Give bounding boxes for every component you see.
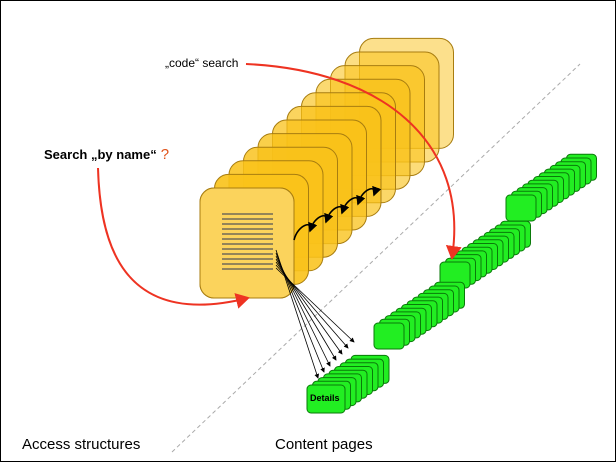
search-by-name-text: Search „by name“ bbox=[44, 147, 157, 162]
content-page bbox=[505, 194, 537, 222]
access-card-stack bbox=[199, 37, 454, 299]
question-mark: ? bbox=[160, 146, 170, 163]
document-lines bbox=[222, 213, 273, 270]
link-line bbox=[275, 267, 355, 343]
link-line bbox=[275, 261, 343, 355]
code-search-arrow bbox=[245, 63, 462, 260]
link-line bbox=[275, 264, 349, 349]
link-fan-lines bbox=[275, 249, 355, 379]
content-page bbox=[373, 322, 405, 350]
access-card-front bbox=[199, 187, 295, 299]
link-loops bbox=[293, 185, 382, 241]
search-by-name-label: Search „by name“? bbox=[44, 146, 169, 163]
details-label: Details bbox=[310, 393, 340, 403]
loop-arrow bbox=[357, 185, 382, 205]
access-structures-label: Access structures bbox=[22, 436, 141, 453]
divider-line bbox=[171, 63, 581, 453]
content-page-stack bbox=[306, 153, 597, 414]
content-pages-label: Content pages bbox=[275, 436, 373, 453]
name-search-arrow bbox=[97, 167, 250, 309]
code-search-label: „code“ search bbox=[165, 56, 239, 70]
content-page bbox=[306, 384, 346, 414]
